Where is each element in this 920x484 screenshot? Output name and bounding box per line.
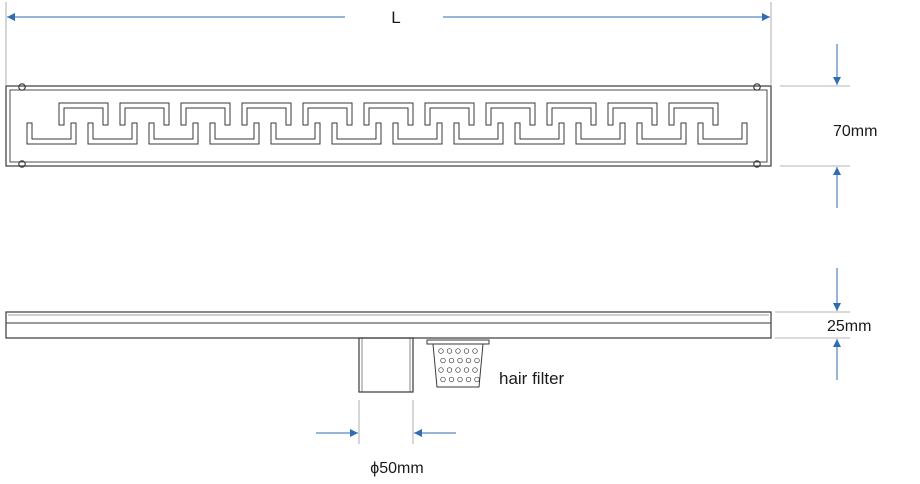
filter-hole [472, 348, 478, 354]
length-dimension: L [5, 2, 772, 86]
filter-hole [440, 357, 446, 364]
grate-slot [119, 102, 170, 126]
grate-slot [241, 102, 292, 126]
grate-slot [270, 122, 321, 145]
hair-filter-holes [438, 348, 480, 383]
outlet-dimension: ϕ50mm [316, 400, 456, 477]
corner-screw [753, 83, 761, 91]
grate-slot [453, 122, 504, 145]
hair-filter-basket [432, 343, 484, 388]
outlet-pipe [358, 337, 414, 393]
drain-inner-frame [9, 89, 768, 163]
hair-filter [426, 339, 490, 388]
filter-hole [472, 367, 478, 373]
grate-slot [697, 122, 748, 145]
grate-slot [668, 102, 719, 126]
filter-hole [446, 348, 453, 354]
hair-filter-label: hair filter [499, 369, 565, 388]
width-label: 70mm [833, 123, 877, 140]
grate-slot [514, 122, 565, 145]
filter-hole [455, 348, 461, 354]
grate-slot [180, 102, 231, 126]
height-label: 25mm [827, 318, 871, 335]
filter-hole [463, 367, 470, 373]
grate-slot [485, 102, 536, 126]
drain-side-body [5, 311, 772, 339]
length-label: L [391, 8, 400, 27]
corner-screw [18, 83, 26, 91]
grate-slot [58, 102, 109, 126]
filter-hole [446, 367, 453, 373]
side-view [5, 311, 772, 393]
grate-slot [424, 102, 475, 126]
grate-slot [636, 122, 687, 145]
grate-slot [575, 122, 626, 145]
filter-hole [457, 376, 463, 383]
corner-screw [753, 160, 761, 168]
filter-hole [438, 348, 444, 354]
grate-slot [331, 122, 382, 145]
grate-slot [302, 102, 353, 126]
grate-slot [546, 102, 597, 126]
grate-slot [26, 122, 77, 145]
filter-hole [448, 357, 455, 364]
top-view [5, 83, 772, 168]
width-dimension: 70mm [780, 44, 877, 208]
filter-hole [440, 376, 446, 383]
grate-slot [87, 122, 138, 145]
filter-hole [474, 376, 480, 383]
grate-slot [209, 122, 260, 145]
drain-outer-frame [5, 85, 772, 167]
filter-hole [457, 357, 463, 364]
filter-hole [438, 367, 444, 373]
filter-hole [474, 357, 480, 364]
grate-slot [392, 122, 443, 145]
grate-slot [148, 122, 199, 145]
hair-filter-rim [426, 339, 490, 345]
grate-slot [607, 102, 658, 126]
outlet-label: ϕ50mm [370, 460, 423, 477]
filter-hole [448, 376, 455, 383]
height-dimension: 25mm [775, 268, 871, 380]
filter-hole [463, 348, 470, 354]
filter-hole [465, 357, 472, 364]
grate-slot [363, 102, 414, 126]
corner-screw [18, 160, 26, 168]
greek-key-grate-pattern [26, 102, 748, 145]
filter-hole [465, 376, 472, 383]
filter-hole [455, 367, 461, 373]
